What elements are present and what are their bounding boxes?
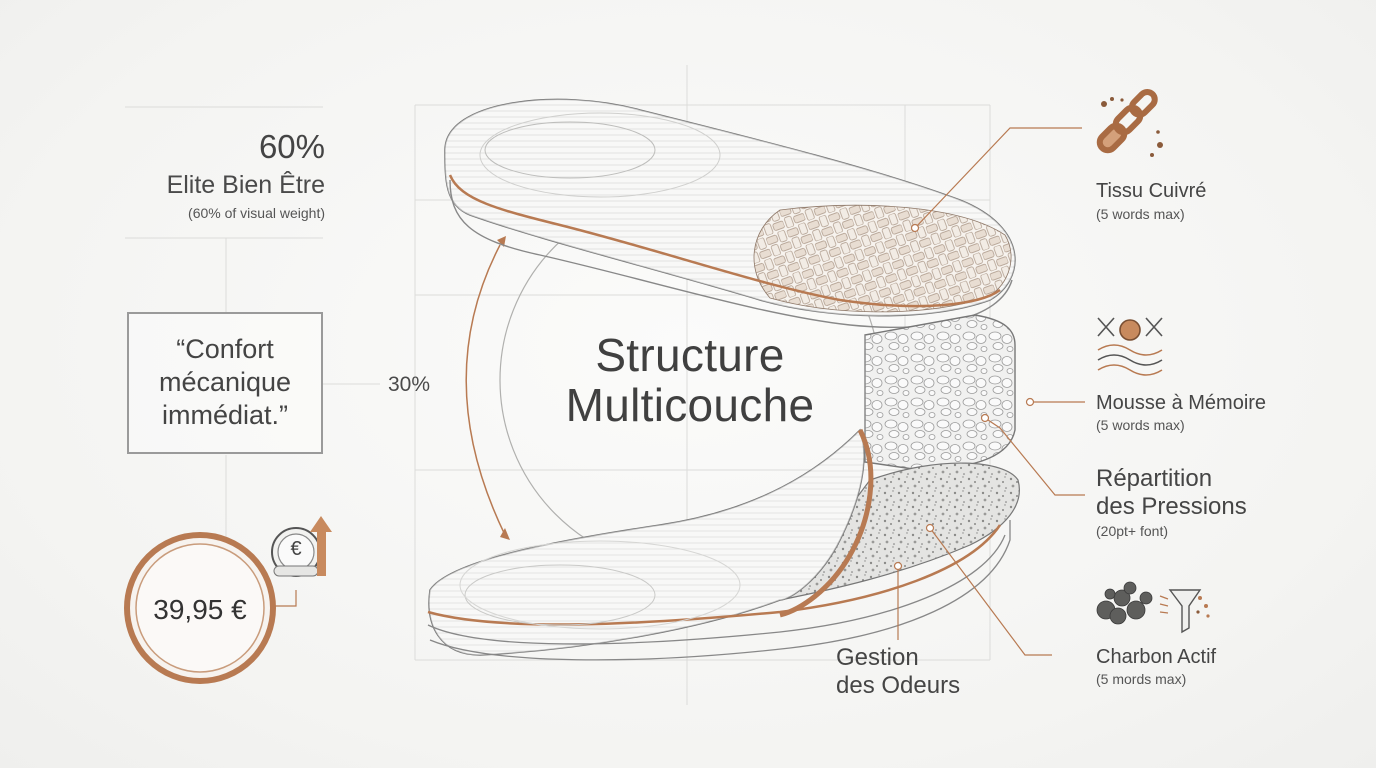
filter-funnel-icon [1159, 589, 1210, 634]
pressure-line-2: des Pressions [1096, 493, 1247, 520]
odor-label: Gestion des Odeurs [836, 644, 960, 700]
quote-line-1: “Confort [176, 334, 274, 364]
middle-foam-layer [864, 314, 1016, 471]
title-line-2: Multicouche [565, 379, 815, 431]
quote-line-3: immédiat.” [161, 400, 289, 430]
odor-line-1: Gestion [836, 644, 919, 671]
euro-symbol: € [290, 538, 302, 560]
quote-text: “Confort mécanique immédiat.” [127, 333, 323, 432]
euro-coin-icon [271, 527, 321, 577]
charcoal-label: Charbon Actif [1096, 646, 1217, 668]
price-amount: 39,95 € [153, 594, 247, 625]
bottom-insole-layer [427, 428, 1020, 661]
copper-label: Tissu Cuivré [1096, 180, 1207, 202]
charcoal-note: (5 mords max) [1096, 671, 1187, 687]
pressure-line-1: Répartition [1096, 465, 1213, 492]
price-medallion [124, 532, 276, 684]
diagram-title: Structure Multicouche [520, 330, 860, 430]
quote-box [127, 312, 323, 454]
charcoal-icon [1096, 581, 1153, 625]
foam-label: Mousse à Mémoire [1096, 392, 1267, 414]
top-insole-layer [444, 98, 1016, 328]
odor-line-2: des Odeurs [836, 672, 961, 699]
angle-label: 30% [388, 373, 431, 396]
pressure-note: (20pt+ font) [1096, 523, 1168, 539]
foam-note: (5 words max) [1096, 417, 1185, 433]
callout-lines [272, 127, 1085, 656]
stat-note: (60% of visual weight) [188, 205, 325, 221]
memory-foam-icon [1097, 317, 1163, 376]
stat-percent: 60% [258, 128, 325, 165]
pressure-label: Répartition des Pressions [1096, 465, 1247, 521]
copper-note: (5 words max) [1096, 206, 1185, 222]
quote-line-2: mécanique [158, 367, 292, 397]
stat-name: Elite Bien Être [166, 171, 325, 199]
copper-chain-icon [1096, 88, 1158, 154]
up-arrow-icon [310, 516, 332, 576]
angle-arc [465, 244, 506, 536]
title-line-1: Structure [595, 329, 785, 381]
